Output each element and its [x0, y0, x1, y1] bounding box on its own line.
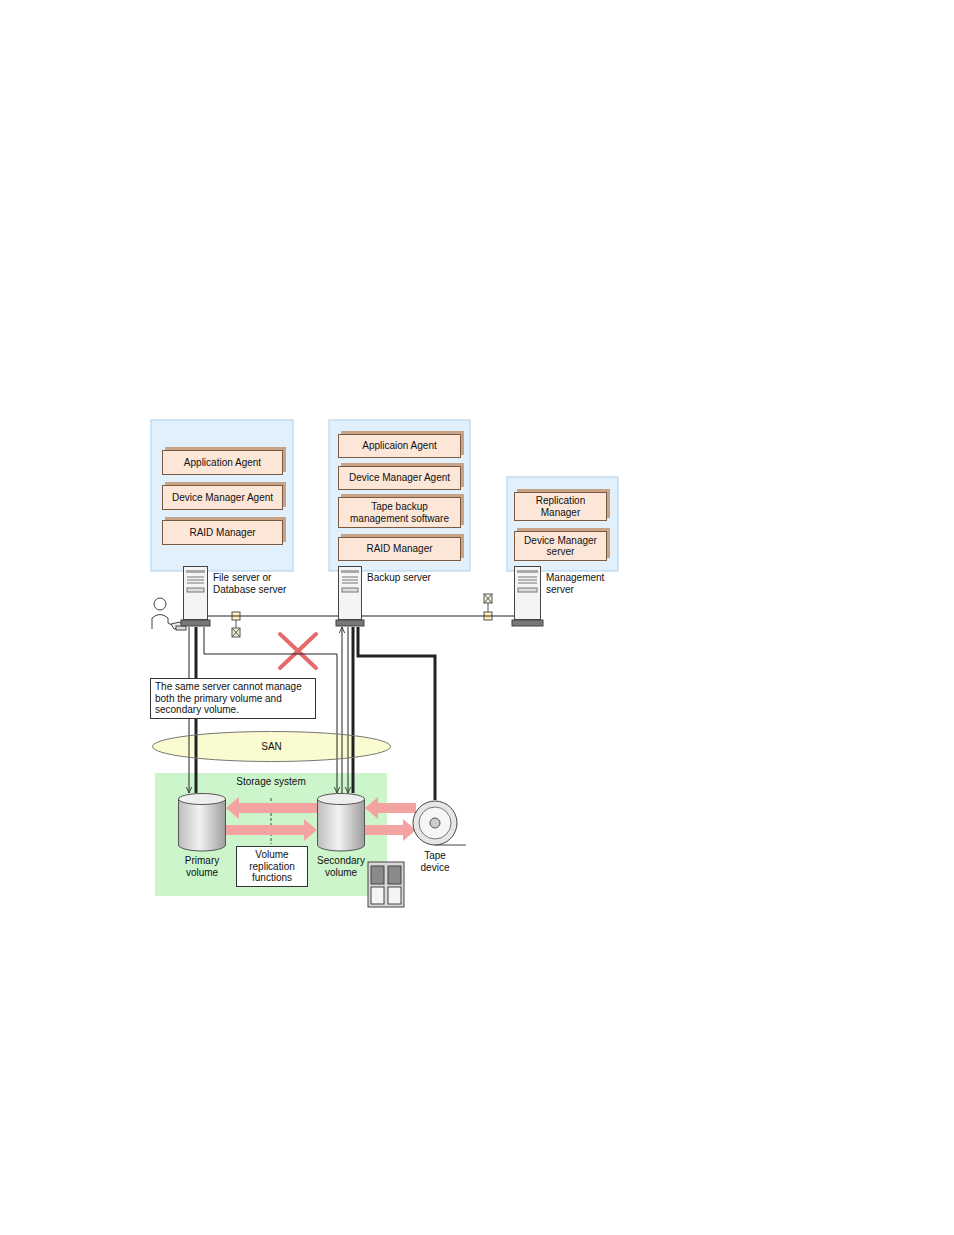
software-component-box: Applicaion Agent — [338, 434, 461, 458]
server-label: Backup server — [367, 572, 439, 584]
device-label: Secondary volume — [310, 855, 372, 879]
node-text: Storage system — [155, 776, 387, 788]
software-component-box: Tape backup management software — [338, 497, 461, 528]
connection-line — [342, 627, 343, 793]
server-node: File server or Database server — [183, 566, 208, 627]
server-label: Management server — [546, 572, 610, 596]
node-text: Device Manager Agent — [172, 492, 273, 504]
note-box: The same server cannot manage both the p… — [150, 678, 316, 719]
replication-arrow — [365, 819, 416, 841]
software-component-box: RAID Manager — [162, 520, 283, 545]
connection-line — [358, 627, 435, 800]
software-component-box: Device Manager server — [514, 531, 607, 561]
node-text: Application Agent — [184, 457, 261, 469]
node-text: Replication Manager — [519, 495, 602, 518]
software-component-box: Device Manager Agent — [162, 485, 283, 510]
replication-arrow — [226, 797, 317, 819]
node-text: Tape backup management software — [343, 501, 456, 524]
server-node: Management server — [514, 566, 541, 627]
device-label: Primary volume — [172, 855, 232, 879]
node-text: Volume replication functions — [239, 849, 305, 884]
device-label: Tape device — [410, 850, 460, 874]
node-text: RAID Manager — [366, 543, 432, 555]
node-text: Applicaion Agent — [362, 440, 437, 452]
lan-line — [208, 616, 338, 617]
node-text: The same server cannot manage both the p… — [155, 681, 311, 716]
node-text: RAID Manager — [189, 527, 255, 539]
node-text: Device Manager server — [519, 535, 602, 558]
software-component-box: Application Agent — [162, 450, 283, 475]
replication-arrow — [365, 797, 416, 819]
replication-arrow — [226, 819, 317, 841]
function-box: Volume replication functions — [236, 846, 308, 887]
volume-cylinder: Primary volume — [178, 793, 226, 851]
storage-system-region: Storage systemPrimary volumeSecondary vo… — [155, 773, 387, 896]
connection-line — [348, 627, 353, 793]
volume-cylinder: Secondary volume — [317, 793, 365, 851]
san-ellipse: SAN — [152, 731, 391, 762]
server-label: File server or Database server — [213, 572, 293, 596]
tape-device: Tape device — [412, 800, 458, 846]
software-component-box: RAID Manager — [338, 537, 461, 561]
node-text: SAN — [261, 741, 282, 753]
node-text: Device Manager Agent — [349, 472, 450, 484]
lan-line — [362, 616, 514, 617]
software-component-box: Replication Manager — [514, 492, 607, 521]
server-node: Backup server — [338, 566, 362, 627]
software-component-box: Device Manager Agent — [338, 466, 461, 490]
